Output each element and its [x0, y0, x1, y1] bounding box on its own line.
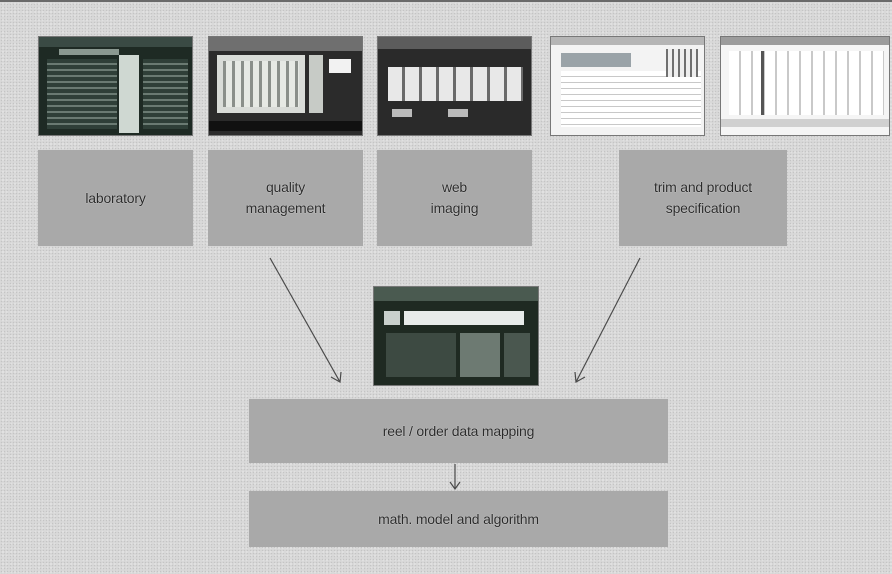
data-mapping-label: reel / order data mapping [382, 422, 535, 439]
trim-product-specification-box: trim and product specification [619, 150, 787, 246]
laboratory-box: laboratory [38, 150, 193, 246]
model-box: math. model and algorithm [249, 491, 668, 547]
quality-management-label: quality management [245, 179, 326, 216]
arrow-quality-to-mapping [269, 257, 341, 383]
model-label: math. model and algorithm [378, 510, 539, 527]
web-imaging-box: web imaging [377, 150, 532, 246]
data-mapping-box: reel / order data mapping [249, 399, 668, 463]
product-specification-screenshot [720, 36, 890, 136]
web-imaging-label: web imaging [430, 179, 479, 216]
data-mapping-screenshot [373, 286, 539, 386]
top-rule [0, 0, 892, 2]
trim-specification-screenshot [550, 36, 705, 136]
web-imaging-screenshot [377, 36, 532, 136]
arrow-trim-to-mapping [575, 257, 641, 383]
quality-management-box: quality management [208, 150, 363, 246]
trim-product-specification-label: trim and product specification [654, 179, 752, 216]
laboratory-screenshot [38, 36, 193, 136]
laboratory-label: laboratory [85, 189, 146, 206]
quality-management-screenshot [208, 36, 363, 136]
